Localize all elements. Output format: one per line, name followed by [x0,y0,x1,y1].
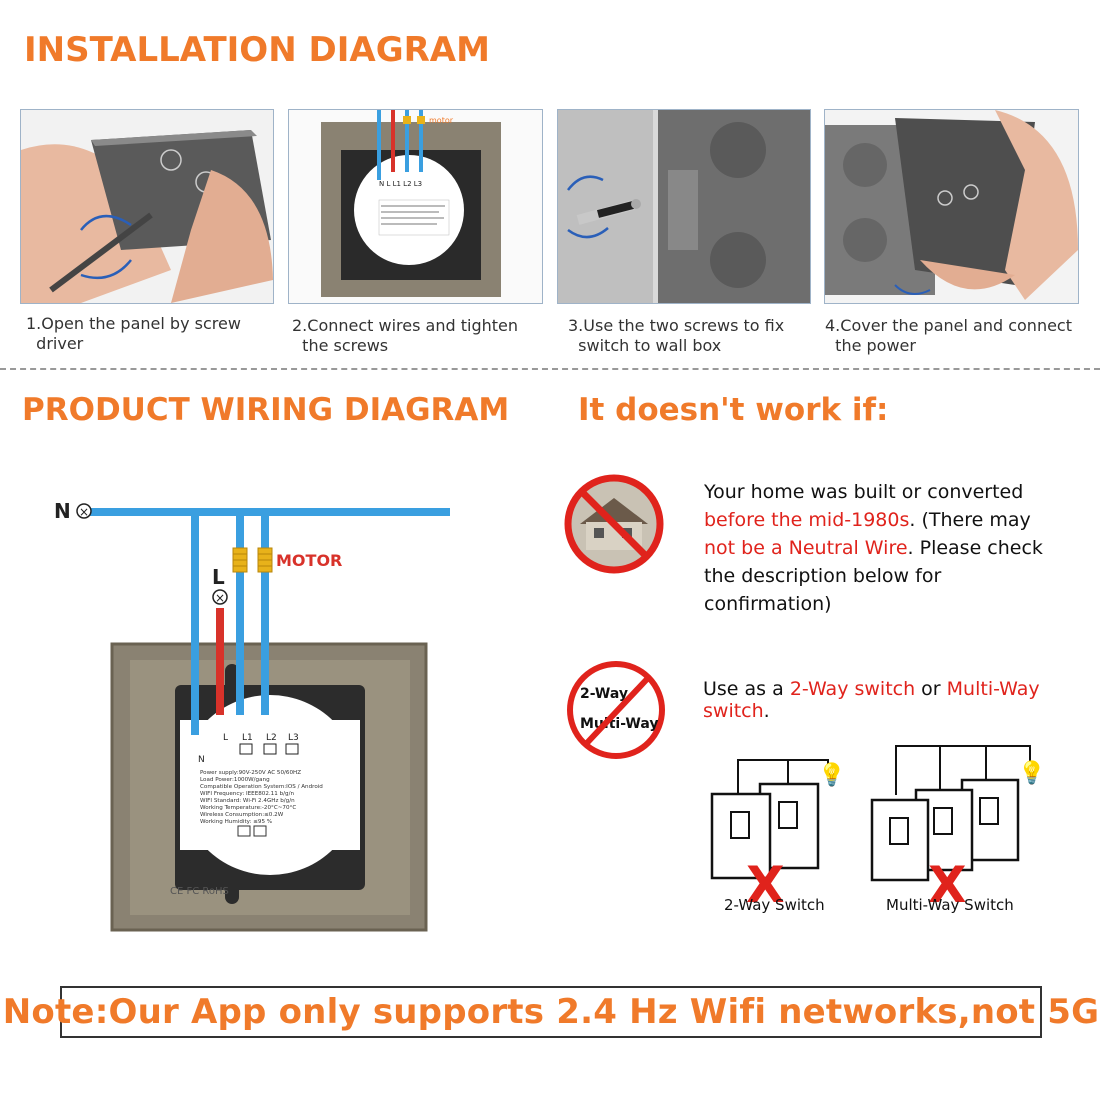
step-3-photo [557,109,811,304]
wifi-note: Note:Our App only supports 2.4 Hz Wifi n… [2,992,1100,1032]
svg-text:L1: L1 [242,733,253,743]
step-2-caption: 2.Connect wires and tighten the screws [292,316,518,355]
step-1-photo [20,109,274,304]
light-bulb-icon-2: 💡 [1018,760,1045,786]
two-way-switch-schematic: 💡 X 2-Way Switch [710,759,845,914]
step-3-caption: 3.Use the two screws to fix switch to wa… [568,316,785,355]
two-way-switch-label: 2-Way Switch [724,896,825,914]
motor-tag: motor [429,116,454,125]
svg-text:Power supply:90V-250V AC 50/6: Power supply:90V-250V AC 50/60HZ [200,770,301,776]
multi-way-switch-schematic: 💡 X Multi-Way Switch [870,745,1045,914]
svg-text:Compatible Operation System:IO: Compatible Operation System:IOS / Androi… [200,784,323,790]
neutral-terminal-icon [76,503,92,519]
step-1-caption: 1.Open the panel by screw driver [26,314,241,353]
svg-text:L2: L2 [266,733,277,743]
svg-text:×: × [215,591,225,605]
no-multi-way-icon: 2-Way Multi-Way [567,661,665,759]
svg-text:×: × [79,505,89,519]
multi-way-warning: Use as a 2-Way switch or Multi-Way switc… [703,678,1040,722]
installation-title: INSTALLATION DIAGRAM [24,30,490,70]
svg-text:Working Temperature:-20°C~70°C: Working Temperature:-20°C~70°C [200,805,296,811]
step-4-caption: 4.Cover the panel and connect the power [825,316,1072,355]
svg-text:Load Power:1000W/gang: Load Power:1000W/gang [200,777,270,783]
wiring-diagram: N × L × MOTOR N L L1 L2 L3 Power supply:… [54,499,450,932]
svg-text:WIFI Standard: Wi-Fi 2.4GHz b/: WIFI Standard: Wi-Fi 2.4GHz b/g/n [200,798,295,804]
svg-text:Wireless Consumption:≤0.2W: Wireless Consumption:≤0.2W [200,812,284,818]
touch-button-icon [160,149,182,171]
neutral-wire-warning: Your home was built or converted before … [704,481,1043,615]
svg-text:2-Way: 2-Way [580,686,628,702]
svg-text:N L L1 L2 L3: N L L1 L2 L3 [379,180,422,188]
red-x-icon-2: X [928,856,967,914]
live-terminal-icon [212,589,228,605]
svg-text:L: L [223,733,228,743]
step-4-photo [824,109,1079,304]
motor-label: MOTOR [276,551,342,570]
svg-text:L3: L3 [288,733,299,743]
svg-text:CE FC RoHS: CE FC RoHS [170,886,229,897]
wiring-title: PRODUCT WIRING DIAGRAM [22,392,510,428]
multi-way-switch-label: Multi-Way Switch [886,896,1014,914]
light-bulb-icon: 💡 [818,762,845,788]
touch-button-icon-2 [937,190,953,206]
section-divider [0,368,1100,370]
red-x-icon: X [746,856,785,914]
svg-text:N: N [198,755,205,765]
svg-text:WIFI Frequency: IEEE802.11 b/g: WIFI Frequency: IEEE802.11 b/g/n [200,791,294,797]
step-2-photo: motor N L L1 L2 L3 [288,109,543,304]
svg-text:Multi-Way: Multi-Way [580,716,658,732]
not-work-title: It doesn't work if: [578,392,889,428]
neutral-label: N [54,499,71,523]
live-label: L [212,565,225,589]
wifi-note-box: Note:Our App only supports 2.4 Hz Wifi n… [3,986,1099,1038]
svg-text:Working Humidity: ≤95 %: Working Humidity: ≤95 % [200,819,272,825]
no-old-house-icon [564,474,664,574]
